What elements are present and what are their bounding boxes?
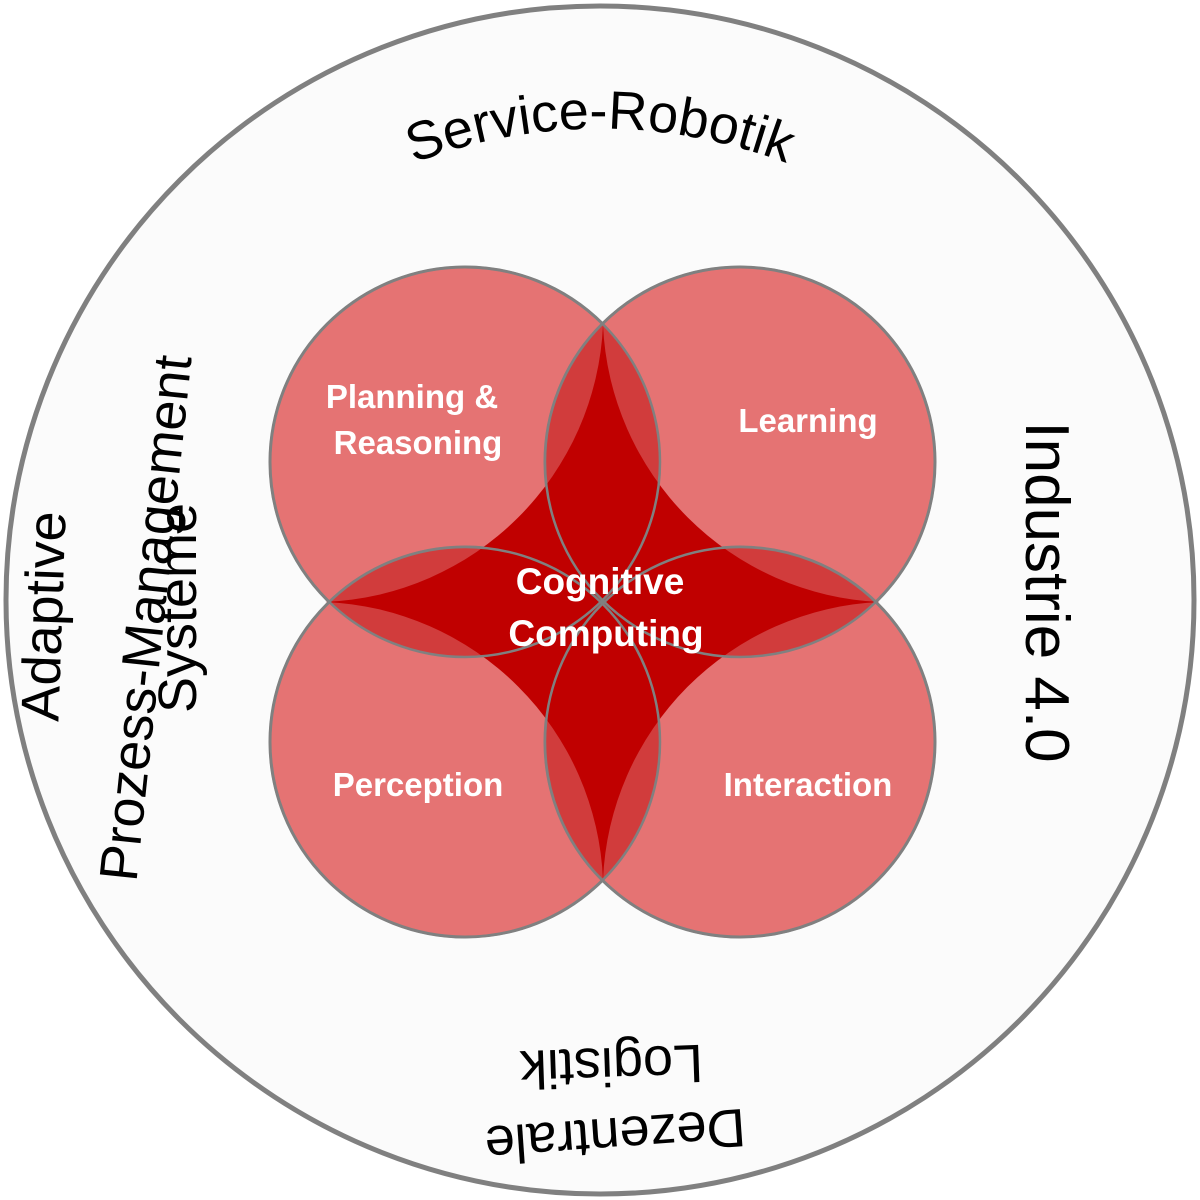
bubble-outline-br (543, 545, 937, 939)
ring-label-systeme: Systeme (148, 503, 208, 713)
bubble-outline-bl (268, 545, 662, 939)
label-perception: Perception (333, 766, 504, 803)
bubble-outline-tl (268, 265, 662, 659)
core-label-line-2: Computing (508, 613, 703, 654)
ring-label-industrie: Industrie 4.0 (1012, 421, 1081, 762)
label-planning-line-1: Planning & (326, 378, 498, 415)
label-interaction: Interaction (724, 766, 893, 803)
ring-label-adaptive: Adaptive (10, 510, 77, 722)
ring-label-logistik: Logistik (518, 1033, 704, 1099)
label-learning: Learning (738, 402, 877, 439)
label-planning-line-2: Reasoning (334, 424, 503, 461)
core-label-line-1: Cognitive (516, 561, 685, 602)
bubble-outline-tr (543, 265, 937, 659)
